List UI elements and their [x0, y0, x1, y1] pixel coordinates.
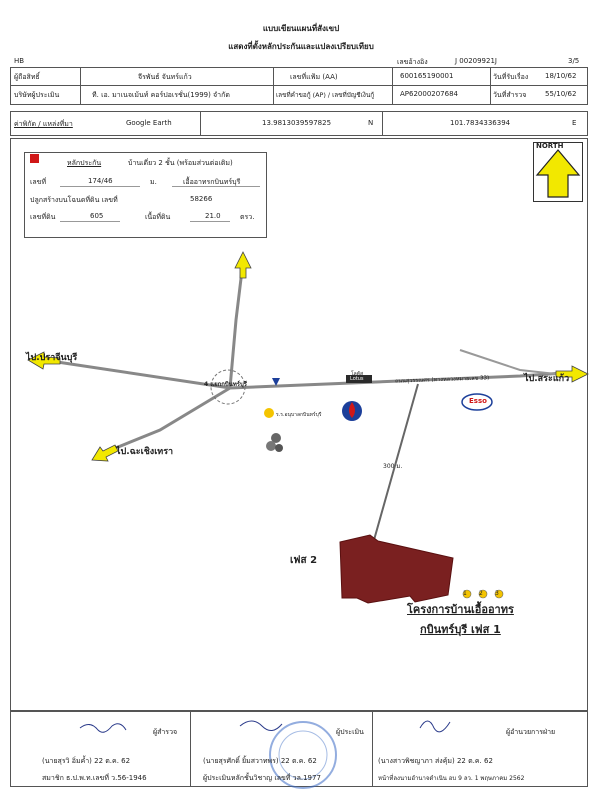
distance-label: 300 ม.: [383, 463, 403, 470]
north-label: NORTH: [536, 142, 564, 150]
latitude-value: 13.9813039597825: [262, 119, 332, 127]
project-title-line1: โครงการบ้านเอื้ออาทร: [407, 603, 514, 616]
appraiser-role: ผู้ประเมิน: [336, 728, 364, 736]
approver-role: ผู้อำนวยการฝ่าย: [506, 728, 556, 736]
coord-label: ค่าพิกัด / แหล่งที่มา: [14, 120, 73, 128]
company-label: บริษัทผู้ประเมิน: [14, 91, 60, 99]
arrow-north-icon: [234, 251, 252, 279]
info-table: [10, 67, 588, 105]
school-label: ร.ร.อนุบาลกบินทร์บุรี: [276, 412, 322, 418]
collateral-legend-swatch: [30, 154, 39, 163]
receive-date-label: วันที่รับเรื่อง: [493, 73, 529, 81]
collateral-type: บ้านเดี่ยว 2 ชั้น (พร้อมส่วนต่อเติม): [128, 159, 233, 167]
survey-date-value: 55/10/62: [545, 90, 577, 98]
northeast-road: [459, 349, 566, 376]
parcel-value: 605: [90, 212, 104, 220]
school-icon: [264, 408, 274, 418]
esso-logo: [461, 393, 493, 411]
north-arrow-box: [533, 142, 583, 202]
lotus-label: Lotus: [350, 376, 364, 382]
coordinate-row: [10, 111, 588, 136]
southwest-road: [95, 386, 231, 458]
area-unit: ตรว.: [240, 213, 255, 221]
map-frame: [10, 138, 588, 711]
approver-license: หน้าที่ลงนามอำนาจดำเนิน อบ 9 ลว. 1 พฤษภา…: [378, 775, 525, 782]
arrow-southwest-icon: [91, 444, 119, 462]
arrow-east-icon: [555, 365, 589, 383]
survey-date-label: วันที่สำรวจ: [493, 91, 527, 99]
file-no-value: 600165190001: [400, 72, 454, 80]
plot-marker-3: 3: [495, 590, 499, 597]
house-no-label: เลขที่: [30, 178, 47, 186]
parcel-label: เลขที่ดิน: [30, 213, 56, 221]
house-no-value: 174/46: [88, 177, 113, 185]
intersection-circle: [210, 369, 246, 405]
landmark-badge-icon: [272, 378, 280, 386]
area-value: 21.0: [205, 212, 221, 220]
longitude-value: 101.7834336394: [450, 119, 511, 127]
owner-value: จีรพันธ์ จันทร์แก้ว: [138, 73, 192, 81]
file-no-label: เลขที่แฟ้ม (AA): [290, 73, 338, 81]
plot-markers: [462, 589, 504, 599]
doc-code: HB: [14, 57, 25, 65]
moo-label: ม.: [150, 178, 157, 186]
intersection-label: 4 แยกกบินทร์บุรี: [204, 381, 248, 388]
company-value: ที. เอ. มาเนจเม้นท์ คอร์ปอเรชั่น(1999) จ…: [92, 91, 230, 99]
collateral-legend-label: หลักประกัน: [67, 159, 102, 167]
area-label: เนื้อที่ดิน: [145, 213, 171, 221]
coord-source: Google Earth: [126, 119, 172, 127]
lotus-top-label: โลตัส: [351, 371, 364, 377]
main-road: [43, 358, 579, 390]
latitude-dir: N: [368, 119, 374, 127]
collateral-info-box: [24, 152, 267, 238]
document-title: แบบเขียนแผนที่สังเขป: [262, 24, 340, 33]
ap-label: เลขที่คำขอกู้ (AP) / เลขที่บัญชีเงินกู้: [276, 91, 375, 99]
access-road: [373, 383, 419, 541]
esso-label: Esso: [469, 397, 487, 405]
approver-name: (นางสาวพิชญาภา ส่งคุ้ม) 22 ต.ค. 62: [378, 757, 493, 765]
ap-value: AP62000207684: [400, 90, 458, 98]
lotus-sign: [346, 375, 372, 383]
project-name: เอื้ออาทรกบินทร์บุรี: [183, 178, 241, 186]
surveyor-license: สมาชิก ธ.ป.พ.ท.เลขที่ ว.56-1946: [42, 774, 147, 782]
longitude-dir: E: [572, 119, 577, 127]
surveyor-name: (นายสุรวิ อิ่มค้ำ) 22 ต.ค. 62: [42, 757, 131, 765]
plot-marker-1: 1: [463, 590, 467, 597]
arrow-west-icon: [27, 351, 61, 370]
surveyor-role: ผู้สำรวจ: [153, 728, 178, 736]
ref-label: เลขอ้างอิง: [397, 58, 428, 66]
deed-value: 58266: [190, 195, 213, 203]
north-road: [228, 261, 245, 389]
document-subtitle: แสดงที่ตั้งหลักประกันและแปลงเปรียบเทียบ: [228, 42, 374, 51]
receive-date-value: 18/10/62: [545, 72, 577, 80]
label-to-prachinburi: ไป.ปราจีนบุรี: [26, 353, 78, 363]
deed-label: ปลูกสร้างบนโฉนดที่ดิน เลขที่: [30, 196, 118, 204]
temple-icon: [266, 433, 283, 452]
phase2-label: เฟส 2: [290, 555, 318, 566]
plot-marker-2: 2: [479, 590, 483, 597]
page-number: 3/5: [568, 57, 580, 65]
owner-label: ผู้ถือสิทธิ์: [14, 73, 40, 81]
ref-value: J 00209921J: [455, 57, 497, 65]
appraiser-license: ผู้ประเมินหลักชั้นวิชาญ เลขที่ วล.1977: [203, 774, 321, 782]
project-title-line2: กบินทร์บุรี เฟส 1: [420, 623, 501, 636]
collateral-plot: [339, 534, 454, 604]
label-to-sakaeo: ไป.สระแก้ว: [524, 374, 570, 384]
appraiser-name: (นายสุรศักดิ์ ยิ้มสวาทพร) 22 ต.ค. 62: [203, 757, 317, 765]
gas-station-icon: [342, 401, 362, 421]
label-to-chachoengsao: ไป.ฉะเชิงเทรา: [116, 447, 174, 457]
